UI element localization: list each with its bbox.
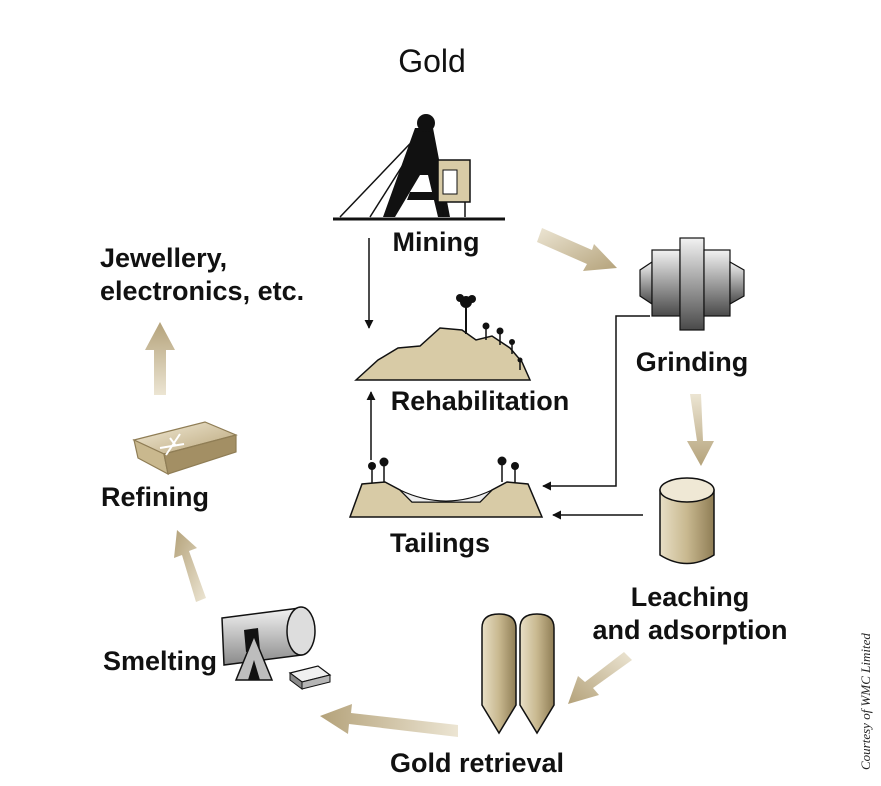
stage-label-smelting: Smelting (103, 646, 217, 676)
stage-label-grinding: Grinding (636, 347, 748, 377)
stage-label-rehabilitation: Rehabilitation (391, 386, 570, 416)
smelting-furnace-icon (221, 606, 332, 690)
headframe-icon (333, 114, 505, 221)
flow-arrow-smelting-to-refining (174, 530, 206, 602)
flow-arrow-refining-to-jewellery (145, 322, 175, 395)
stage-label-leaching-line2: and adsorption (593, 615, 788, 645)
leach-tank-icon (659, 477, 715, 565)
stage-label-gold-retrieval: Gold retrieval (390, 748, 564, 778)
stage-label-jewellery-line2: electronics, etc. (100, 276, 304, 306)
stage-label-leaching-line1: Leaching (631, 582, 750, 612)
diagram-title: Gold (398, 43, 466, 79)
stage-label-mining: Mining (393, 227, 480, 257)
connector-grinding-to-tailings (542, 315, 650, 491)
stage-label-refining: Refining (101, 482, 209, 512)
flow-arrow-retrieval-to-smelting (320, 704, 458, 737)
rehabilitated-hill-icon (354, 294, 532, 381)
flow-arrow-grinding-to-leaching (687, 394, 714, 466)
twin-silo-icon (481, 613, 555, 735)
grinding-mill-icon (639, 237, 745, 331)
stage-label-jewellery-line1: Jewellery, (100, 243, 227, 273)
gold-bar-icon (132, 421, 238, 476)
flow-arrow-leaching-to-retrieval (568, 652, 632, 704)
flow-arrow-mining-to-grinding (537, 228, 617, 271)
stage-label-tailings: Tailings (390, 528, 490, 558)
credit-text: Courtesy of WMC Limited (858, 633, 873, 770)
tailings-dam-icon (348, 456, 544, 518)
